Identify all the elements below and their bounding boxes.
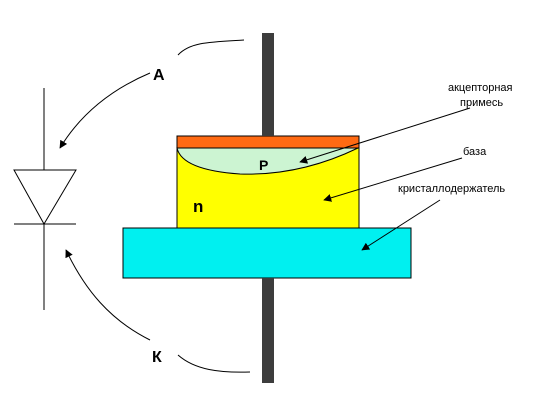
acceptor-label-line1: акцепторная [448,82,513,94]
anode-label: А [153,67,165,84]
diode-symbol-icon [13,88,77,310]
holder-label: кристаллодержатель [398,183,505,195]
cathode-arrow [65,249,151,341]
anode-connector [177,39,245,56]
crystal-holder [122,227,412,279]
p-region-label: P [259,157,268,173]
diode-symbol-triangle [13,169,77,226]
n-region-label: n [193,197,203,216]
p-region [176,147,359,175]
anode-arrow [59,72,151,149]
base-pointer [323,157,463,202]
holder-pointer [361,199,441,251]
cathode-label: К [152,349,162,366]
lead-wire-top-segment [262,33,274,136]
base-label: база [463,146,487,158]
acceptor-pointer [299,107,471,164]
top-contact [176,135,360,149]
acceptor-label-line2: примесь [460,97,503,109]
lead-wire-bottom-segment [262,278,274,383]
cathode-connector [177,354,251,373]
